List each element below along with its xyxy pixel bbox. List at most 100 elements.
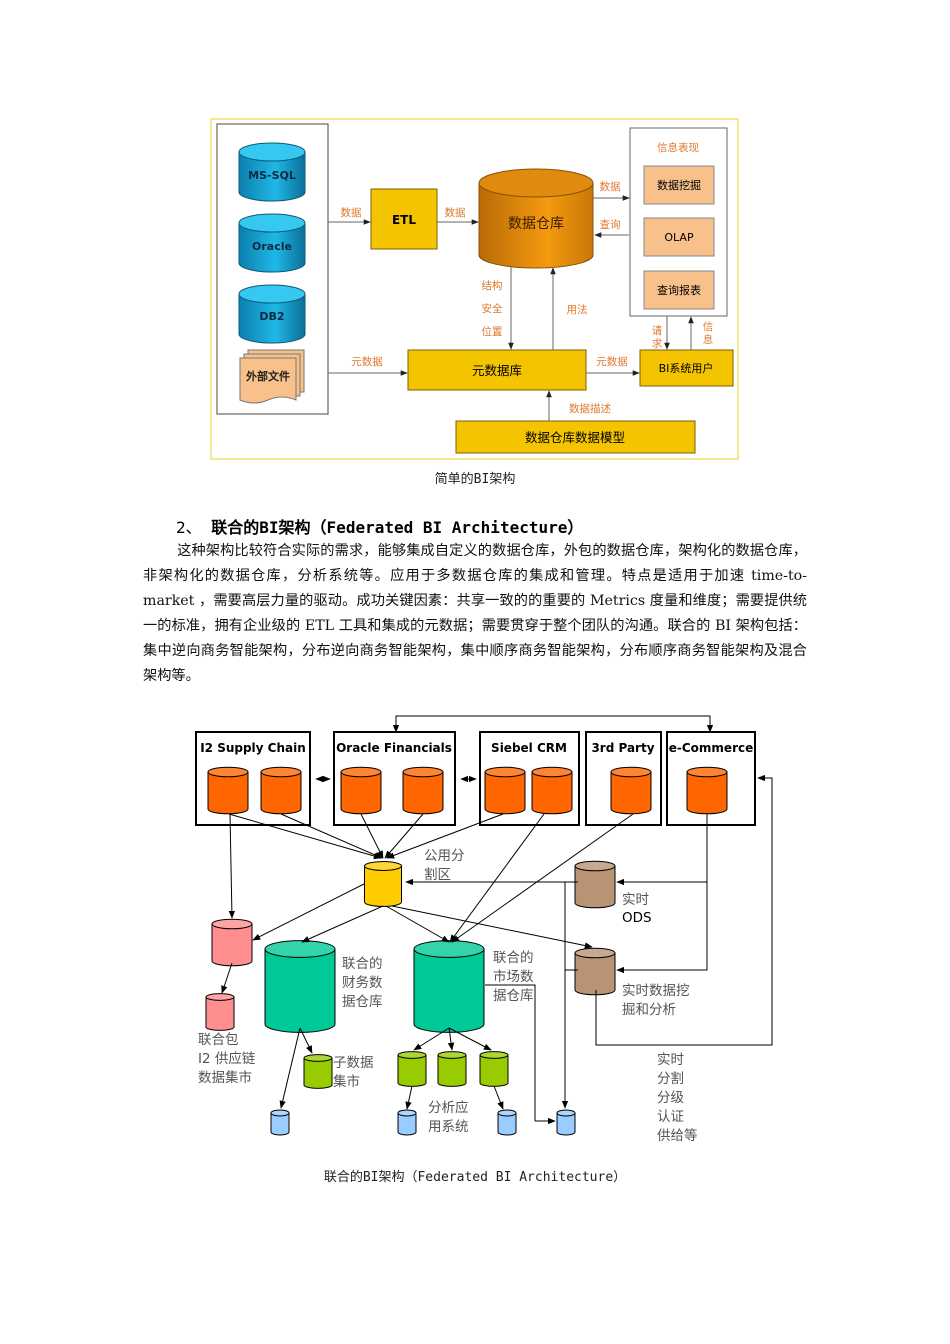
svg-text:用系统: 用系统	[428, 1119, 469, 1135]
svg-text:联合的: 联合的	[342, 956, 383, 972]
realtime-mining-db-icon	[574, 947, 616, 996]
diagram2-labels: 公用分 割区 实时 ODS 实时数据挖 掘和分析 联合的 财务数 据仓库 联合的…	[198, 848, 698, 1144]
svg-text:信息表现: 信息表现	[657, 141, 699, 154]
svg-text:元数据库: 元数据库	[472, 363, 522, 378]
ms-sql-db-icon: MS-SQL	[238, 142, 306, 202]
svg-text:I2 Supply Chain: I2 Supply Chain	[200, 741, 306, 755]
svg-text:数据仓库数据模型: 数据仓库数据模型	[525, 430, 625, 445]
svg-text:ETL: ETL	[392, 213, 416, 227]
db2-db-icon: DB2	[238, 284, 306, 344]
section-title: 联合的BI架构（Federated BI Architecture）	[211, 518, 584, 537]
svg-text:分析应: 分析应	[428, 1099, 469, 1116]
svg-text:求: 求	[652, 338, 663, 350]
analysis-db-icon-1	[437, 1051, 467, 1087]
svg-text:查询报表: 查询报表	[657, 283, 701, 297]
svg-text:Siebel CRM: Siebel CRM	[491, 741, 567, 755]
svg-text:查询: 查询	[600, 218, 621, 231]
metadata-repository-box	[407, 349, 587, 391]
source-label: DB2	[259, 310, 284, 323]
svg-text:数据: 数据	[445, 206, 466, 219]
svg-text:Oracle Financials: Oracle Financials	[336, 741, 452, 755]
source-db-oracle-icon	[402, 766, 444, 815]
svg-text:市场数: 市场数	[493, 968, 534, 985]
svg-text:3rd Party: 3rd Party	[591, 741, 654, 755]
i2-pink-db-icon	[211, 918, 253, 967]
svg-text:用法: 用法	[567, 303, 588, 316]
svg-text:据仓库: 据仓库	[342, 994, 383, 1010]
simple-bi-architecture-diagram: MS-SQL Oracle DB2 外部文件 ETL 数据仓库 信息表现 数据挖…	[210, 118, 739, 460]
mart-blue-db-right-icon	[556, 1109, 576, 1136]
data-mining-box	[643, 165, 715, 205]
svg-text:结构: 结构	[482, 279, 503, 292]
svg-text:安全: 安全	[482, 302, 503, 315]
svg-text:据仓库: 据仓库	[493, 988, 534, 1004]
data-warehouse-icon: 数据仓库	[478, 168, 594, 269]
mart-blue-db-fin-icon	[270, 1109, 290, 1136]
marketing-dw-db-icon	[413, 940, 485, 1033]
svg-text:实时: 实时	[622, 892, 649, 908]
analysis-db-icon-0	[397, 1051, 427, 1087]
query-report-box	[643, 270, 715, 310]
svg-text:数据集市: 数据集市	[198, 1069, 252, 1086]
source-label: MS-SQL	[248, 169, 296, 182]
external-files-icon: 外部文件	[239, 349, 305, 404]
svg-text:集市: 集市	[333, 1073, 360, 1090]
svg-text:认证: 认证	[657, 1109, 684, 1125]
svg-text:信: 信	[703, 321, 714, 333]
source-db-3rd-party-icon	[610, 766, 652, 815]
bi-user-box	[639, 349, 734, 387]
i2-mart-db-icon	[205, 993, 235, 1031]
source-db-siebel-icon	[531, 766, 573, 815]
figure-caption-simple-bi: 简单的BI架构	[434, 472, 516, 487]
svg-text:OLAP: OLAP	[664, 231, 694, 244]
svg-text:割区: 割区	[424, 866, 451, 883]
svg-text:外部文件: 外部文件	[245, 369, 290, 383]
svg-text:子数据: 子数据	[333, 1055, 374, 1071]
svg-text:数据仓库: 数据仓库	[508, 216, 564, 232]
diagram1-edge-labels: 数据 数据 数据 查询 结构 安全 位置 用法 元数据 元数据 数据描述 请 求…	[341, 180, 714, 415]
svg-text:BI系统用户: BI系统用户	[659, 361, 714, 375]
svg-text:元数据: 元数据	[596, 355, 628, 368]
svg-text:请: 请	[652, 324, 663, 337]
svg-text:数据: 数据	[341, 206, 362, 219]
olap-box	[643, 217, 715, 257]
federated-bi-architecture-diagram: I2 Supply Chain Oracle Financials Siebel…	[195, 715, 773, 1144]
svg-text:ODS: ODS	[622, 910, 652, 926]
source-db-oracle-icon	[340, 766, 382, 815]
dw-data-model-box	[455, 420, 696, 454]
realtime-ods-db-icon	[574, 860, 616, 909]
paragraph-text: 这种架构比较符合实际的需求，能够集成自定义的数据仓库，外包的数据仓库，架构化的数…	[143, 543, 807, 684]
svg-text:e-Commerce: e-Commerce	[669, 741, 754, 755]
svg-text:数据挖掘: 数据挖掘	[657, 178, 701, 192]
source-db-i2-icon	[260, 766, 302, 815]
mart-blue-db-app2-icon	[497, 1109, 517, 1136]
etl-box	[370, 188, 438, 250]
svg-text:元数据: 元数据	[351, 355, 383, 368]
sub-mart-db-icon	[303, 1054, 333, 1089]
svg-text:分割: 分割	[657, 1070, 684, 1087]
diagram1-connectors	[328, 195, 694, 421]
svg-text:供给等: 供给等	[657, 1127, 698, 1144]
analysis-db-icon-2	[479, 1051, 509, 1087]
section-paragraph: 这种架构比较符合实际的需求，能够集成自定义的数据仓库，外包的数据仓库，架构化的数…	[143, 539, 807, 689]
section-heading: 2、 联合的BI架构（Federated BI Architecture）	[176, 514, 583, 538]
mart-blue-db-app1-icon	[397, 1109, 417, 1136]
svg-text:掘和分析: 掘和分析	[622, 1002, 676, 1018]
source-db-i2-icon	[207, 766, 249, 815]
svg-text:息: 息	[703, 333, 714, 346]
svg-text:分级: 分级	[657, 1090, 685, 1106]
diagram2-connectors	[221, 774, 773, 1125]
svg-text:实时数据挖: 实时数据挖	[622, 983, 690, 999]
svg-text:I2 供应链: I2 供应链	[198, 1050, 256, 1067]
svg-text:联合包: 联合包	[198, 1032, 239, 1048]
source-label: Oracle	[252, 240, 292, 253]
svg-text:联合的: 联合的	[493, 950, 534, 966]
svg-text:位置: 位置	[482, 325, 503, 338]
svg-text:公用分: 公用分	[424, 848, 465, 864]
financial-dw-db-icon	[264, 940, 336, 1033]
figure-caption-federated-bi: 联合的BI架构（Federated BI Architecture）	[323, 1170, 627, 1185]
svg-text:数据: 数据	[600, 180, 621, 193]
svg-text:数据描述: 数据描述	[569, 402, 611, 415]
common-staging-db-icon	[364, 861, 402, 907]
svg-text:实时: 实时	[657, 1052, 684, 1068]
